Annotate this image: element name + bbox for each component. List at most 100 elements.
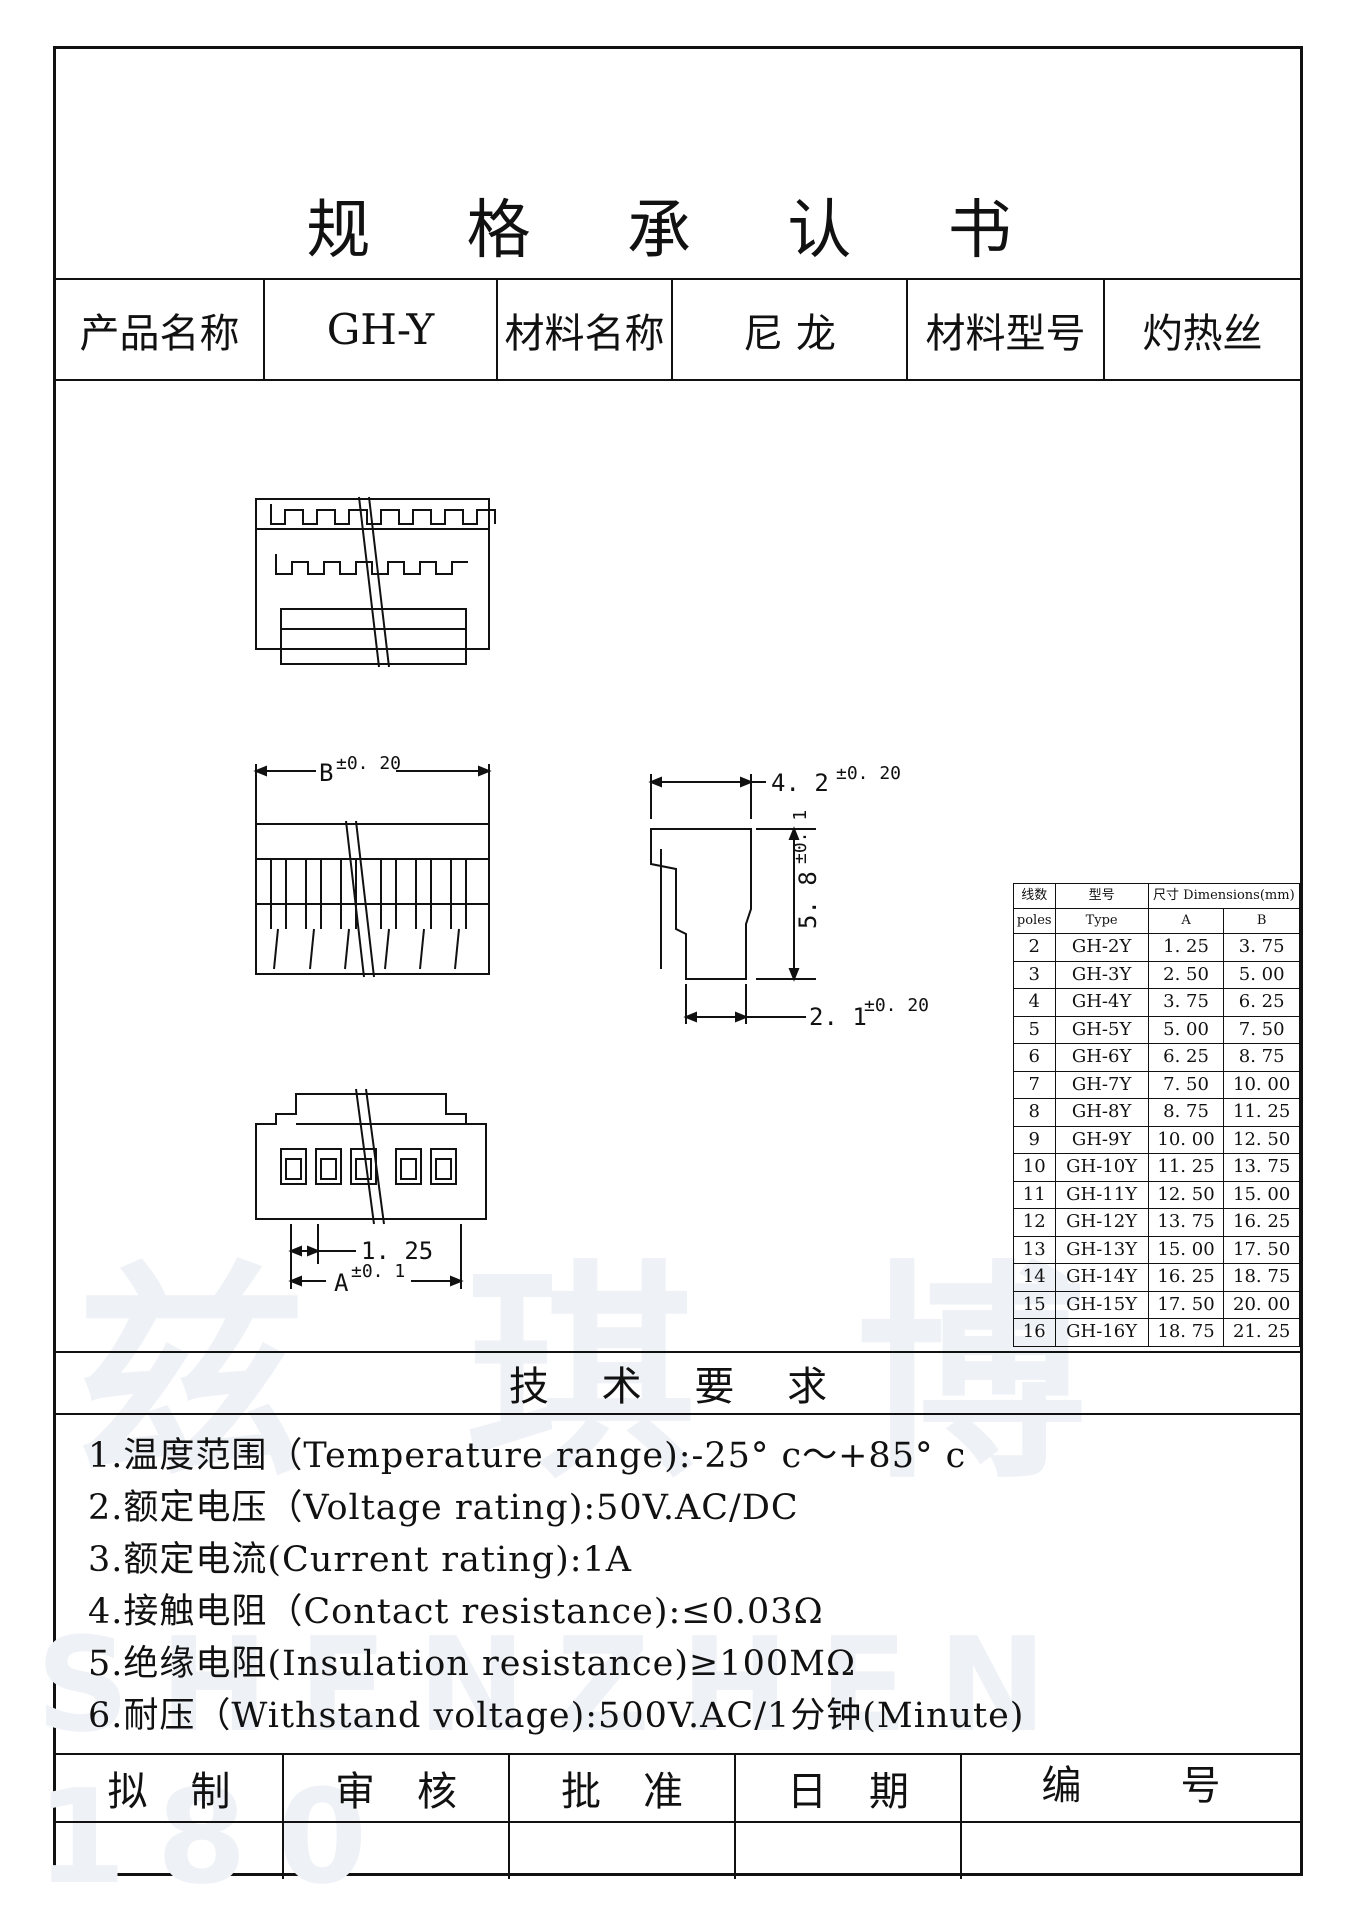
signoff-date: 日期 — [736, 1755, 960, 1821]
cell-poles: 12 — [1013, 1208, 1056, 1237]
divider — [56, 1413, 1300, 1415]
watermark-en: SHENZHEN 180 — [36, 1609, 1077, 1913]
signoff-approved-char: 准 — [643, 1769, 683, 1815]
cell-poles: 11 — [1013, 1180, 1056, 1209]
cell-b: 5. 00 — [1223, 960, 1300, 989]
cell-type: GH-4Y — [1054, 988, 1149, 1017]
signoff-date-char: 期 — [869, 1769, 909, 1815]
divider — [1103, 278, 1105, 379]
cell-poles: 8 — [1013, 1098, 1056, 1127]
cell-poles: 15 — [1013, 1290, 1056, 1319]
product-name-value: GH-Y — [326, 305, 435, 354]
divider — [56, 1821, 1300, 1823]
signoff-date-char: 日 — [787, 1769, 827, 1815]
cell-b: 12. 50 — [1223, 1125, 1300, 1154]
cell-a: 18. 75 — [1147, 1318, 1225, 1347]
cell-poles: 3 — [1013, 960, 1056, 989]
bottom-view — [255, 1088, 487, 1289]
dim-a-tolerance: ±0. 1 — [351, 1261, 405, 1282]
cell-poles: 14 — [1013, 1263, 1056, 1292]
requirement-current: 3.额定电流(Current rating):1A — [88, 1540, 633, 1580]
cell-b: 7. 50 — [1223, 1015, 1300, 1044]
cell-type: GH-11Y — [1054, 1180, 1149, 1209]
divider — [906, 278, 908, 379]
divider — [734, 1753, 736, 1879]
cell-b: 17. 50 — [1223, 1235, 1300, 1264]
cell-poles: 13 — [1013, 1235, 1056, 1264]
dim-58-label: 5. 8 — [794, 871, 822, 929]
cell-type: GH-12Y — [1054, 1208, 1149, 1237]
cell-a: 7. 50 — [1147, 1070, 1225, 1099]
front-view — [253, 764, 492, 978]
watermark-cn: 兹 琪 博 — [76, 1243, 1127, 1510]
cell-b: 16. 25 — [1223, 1208, 1300, 1237]
cell-b: 21. 25 — [1223, 1318, 1300, 1347]
divider — [960, 1753, 962, 1879]
cell-b: 8. 75 — [1223, 1043, 1300, 1072]
signoff-number-char: 号 — [1180, 1763, 1221, 1809]
header-b: B — [1223, 908, 1300, 934]
cell-type: GH-5Y — [1054, 1015, 1149, 1044]
cell-type: GH-7Y — [1054, 1070, 1149, 1099]
cell-b: 15. 00 — [1223, 1180, 1300, 1209]
material-name-value: 尼 龙 — [743, 310, 836, 357]
cell-type: GH-10Y — [1054, 1153, 1149, 1182]
cell-type: GH-6Y — [1054, 1043, 1149, 1072]
top-view — [255, 496, 496, 668]
header-type-cn: 型号 — [1054, 883, 1149, 909]
cell-a: 8. 75 — [1147, 1098, 1225, 1127]
label-material-type: 材料型号 — [925, 310, 1086, 357]
cell-a: 10. 00 — [1147, 1125, 1225, 1154]
divider — [496, 278, 498, 379]
divider — [671, 278, 673, 379]
cell-b: 13. 75 — [1223, 1153, 1300, 1182]
material-type-value: 灼热丝 — [1142, 310, 1263, 357]
cell-b: 3. 75 — [1223, 933, 1300, 962]
cell-type: GH-16Y — [1054, 1318, 1149, 1347]
requirement-contact-resistance: 4.接触电阻（Contact resistance):≤0.03Ω — [88, 1592, 824, 1632]
cell-poles: 9 — [1013, 1125, 1056, 1154]
signoff-number-char: 编 — [1041, 1763, 1082, 1809]
signoff-drafted: 拟制 — [56, 1755, 282, 1821]
requirement-withstand-voltage: 6.耐压（Withstand voltage):500V.AC/1分钟(Minu… — [88, 1696, 1025, 1736]
dim-58-tolerance: ±0. 1 — [790, 810, 811, 864]
header-dims-cn: 尺寸 Dimensions(mm) — [1147, 883, 1301, 909]
signoff-drafted-char: 拟 — [107, 1769, 148, 1815]
cell-b: 18. 75 — [1223, 1263, 1300, 1292]
divider — [263, 278, 265, 379]
cell-b: 20. 00 — [1223, 1290, 1300, 1319]
cell-poles: 2 — [1013, 933, 1056, 962]
cell-b: 11. 25 — [1223, 1098, 1300, 1127]
header-a: A — [1147, 908, 1225, 934]
cell-a: 12. 50 — [1147, 1180, 1225, 1209]
cell-a: 3. 75 — [1147, 988, 1225, 1017]
requirement-voltage: 2.额定电压（Voltage rating):50V.AC/DC — [88, 1488, 799, 1528]
header-type: Type — [1054, 908, 1149, 934]
requirement-insulation-resistance: 5.绝缘电阻(Insulation resistance)≥100MΩ — [88, 1644, 856, 1684]
cell-a: 1. 25 — [1147, 933, 1225, 962]
dim-21-tolerance: ±0. 20 — [864, 995, 929, 1016]
divider — [282, 1753, 284, 1879]
cell-type: GH-3Y — [1054, 960, 1149, 989]
spec-sheet-frame: 兹 琪 博 SHENZHEN 180 规 格 承 认 书 产品名称 GH-Y 材… — [36, 46, 1303, 1913]
cell-poles: 10 — [1013, 1153, 1056, 1182]
header-poles: poles — [1013, 908, 1056, 934]
label-product-name: 产品名称 — [79, 310, 240, 357]
cell-type: GH-13Y — [1054, 1235, 1149, 1264]
dim-42-label: 4. 2 — [771, 769, 829, 797]
signoff-number: 编号 — [962, 1749, 1300, 1815]
cell-type: GH-15Y — [1054, 1290, 1149, 1319]
dimensions-table: 线数 型号 尺寸 Dimensions(mm) poles Type A B 2… — [1013, 883, 1301, 1347]
cell-b: 6. 25 — [1223, 988, 1300, 1017]
table-header-row: 线数 型号 尺寸 Dimensions(mm) — [1013, 883, 1301, 909]
divider — [56, 1351, 1300, 1353]
